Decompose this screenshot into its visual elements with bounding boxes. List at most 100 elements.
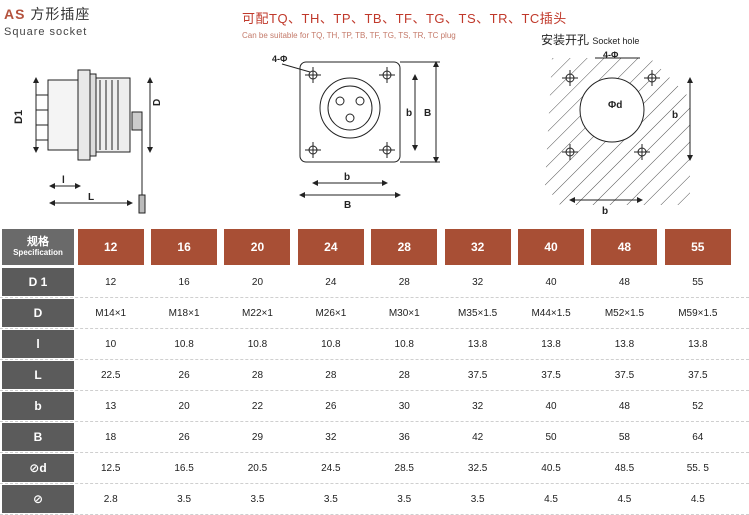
size-header: 12 [77,229,144,265]
table-cell: M44×1.5 [531,307,571,319]
table-cell: 10 [105,338,117,350]
table-cell: 3.5 [323,493,338,505]
table-cell: 26 [325,400,337,412]
table-cell: 55 [692,276,704,288]
table-cell: 2.8 [103,493,118,505]
row-label: D [2,299,74,327]
front-view-drawing [281,61,440,198]
table-cell: 32.5 [467,462,488,474]
table-cell: 4.5 [544,493,558,505]
table-cell: 40 [545,276,557,288]
table-cell: 13.8 [614,338,635,350]
table-cell: 3.5 [250,493,265,505]
table-cell: 50 [545,431,557,443]
dim-label-b-hole-bottom: b [602,206,608,217]
product-name-en: Square socket [4,26,88,38]
table-cell: 40 [545,400,557,412]
table-cell: 48.5 [614,462,635,474]
table-cell: 10.8 [247,338,268,350]
spec-header-cell: 规格 Specification [2,229,74,265]
size-col-5: 32 [441,229,514,265]
table-cell: 28 [251,369,264,381]
dim-label-phi4-hole: 4-Φ [603,50,619,60]
table-cell: M26×1 [315,307,347,319]
table-cell: 13.8 [688,338,708,350]
table-cell: 12 [105,276,117,288]
table-cell: M52×1.5 [604,307,645,319]
spec-header-en: Specification [13,248,63,257]
row-label: B [2,423,74,451]
dim-label-phid: Φd [608,100,622,111]
row-label: D 1 [2,268,74,296]
spec-header-cn: 规格 [27,236,49,248]
table-cell: 12.5 [100,462,121,474]
table-cell: 24.5 [321,462,341,474]
row-label: ⊘d [2,454,74,482]
size-col-0: 12 [74,229,147,265]
table-cell: 37.5 [467,369,488,381]
table-cell: 3.5 [397,493,412,505]
table-cell: 42 [472,431,484,443]
dim-label-b-hole: b [672,110,678,121]
compatibility-en: Can be suitable for TQ, TH, TP, TB, TF, … [242,31,456,40]
size-col-4: 28 [368,229,441,265]
compatibility-note: 可配TQ、TH、TP、TB、TF、TG、TS、TR、TC插头 Can be su… [242,8,567,40]
row-label: L [2,361,74,389]
size-col-7: 48 [588,229,661,265]
dim-label-B-right: B [424,108,431,119]
table-cell: 10.8 [321,338,341,350]
table-cell: 26 [178,431,190,443]
table-cell: 28 [398,369,410,381]
size-header: 48 [591,229,658,265]
size-header: 24 [297,229,364,265]
size-header: 20 [224,229,291,265]
row-label: ⊘ [2,485,74,513]
socket-hole-en: Socket hole [592,36,640,46]
table-cell: 48 [618,276,630,288]
row-label: b [2,392,74,420]
table-cell: 20 [178,400,190,412]
product-code: AS [4,6,26,22]
table-cell: 64 [692,431,704,443]
table-cell: 4.5 [617,493,632,505]
size-header: 32 [444,229,511,265]
size-header-cells: 12 16 20 24 28 32 40 48 55 [74,229,749,265]
table-cell: M18×1 [168,307,200,319]
size-header: 28 [371,229,438,265]
table-cell: 22 [251,400,264,412]
table-cell: 48 [618,400,630,412]
table-cell: 3.5 [470,493,485,505]
size-col-8: 55 [661,229,734,265]
table-cell: 3.5 [177,493,192,505]
table-cell: 29 [251,431,264,443]
technical-drawings: D1 D l L 4-Φ b B b B 4-Φ Φd [13,50,693,217]
table-cell: 20 [251,276,264,288]
table-cell: M30×1 [388,307,420,319]
table-cell: M35×1.5 [458,307,498,319]
spec-table: 规格 Specification 12 16 20 24 28 32 40 48… [0,227,749,515]
side-view-drawing [33,69,153,214]
dim-label-d: D [152,99,163,106]
table-cell: 16.5 [174,462,194,474]
table-cell: 52 [692,400,704,412]
table-cell: 20.5 [247,462,268,474]
socket-hole-cn: 安装开孔 [541,33,590,47]
table-cell: 13 [105,400,117,412]
socket-hole-label: 安装开孔 Socket hole [541,31,639,48]
table-cell: 28.5 [394,462,414,474]
table-cell: M22×1 [242,307,273,319]
table-cell: 28 [398,276,410,288]
size-col-1: 16 [147,229,220,265]
table-cell: 30 [398,400,410,412]
